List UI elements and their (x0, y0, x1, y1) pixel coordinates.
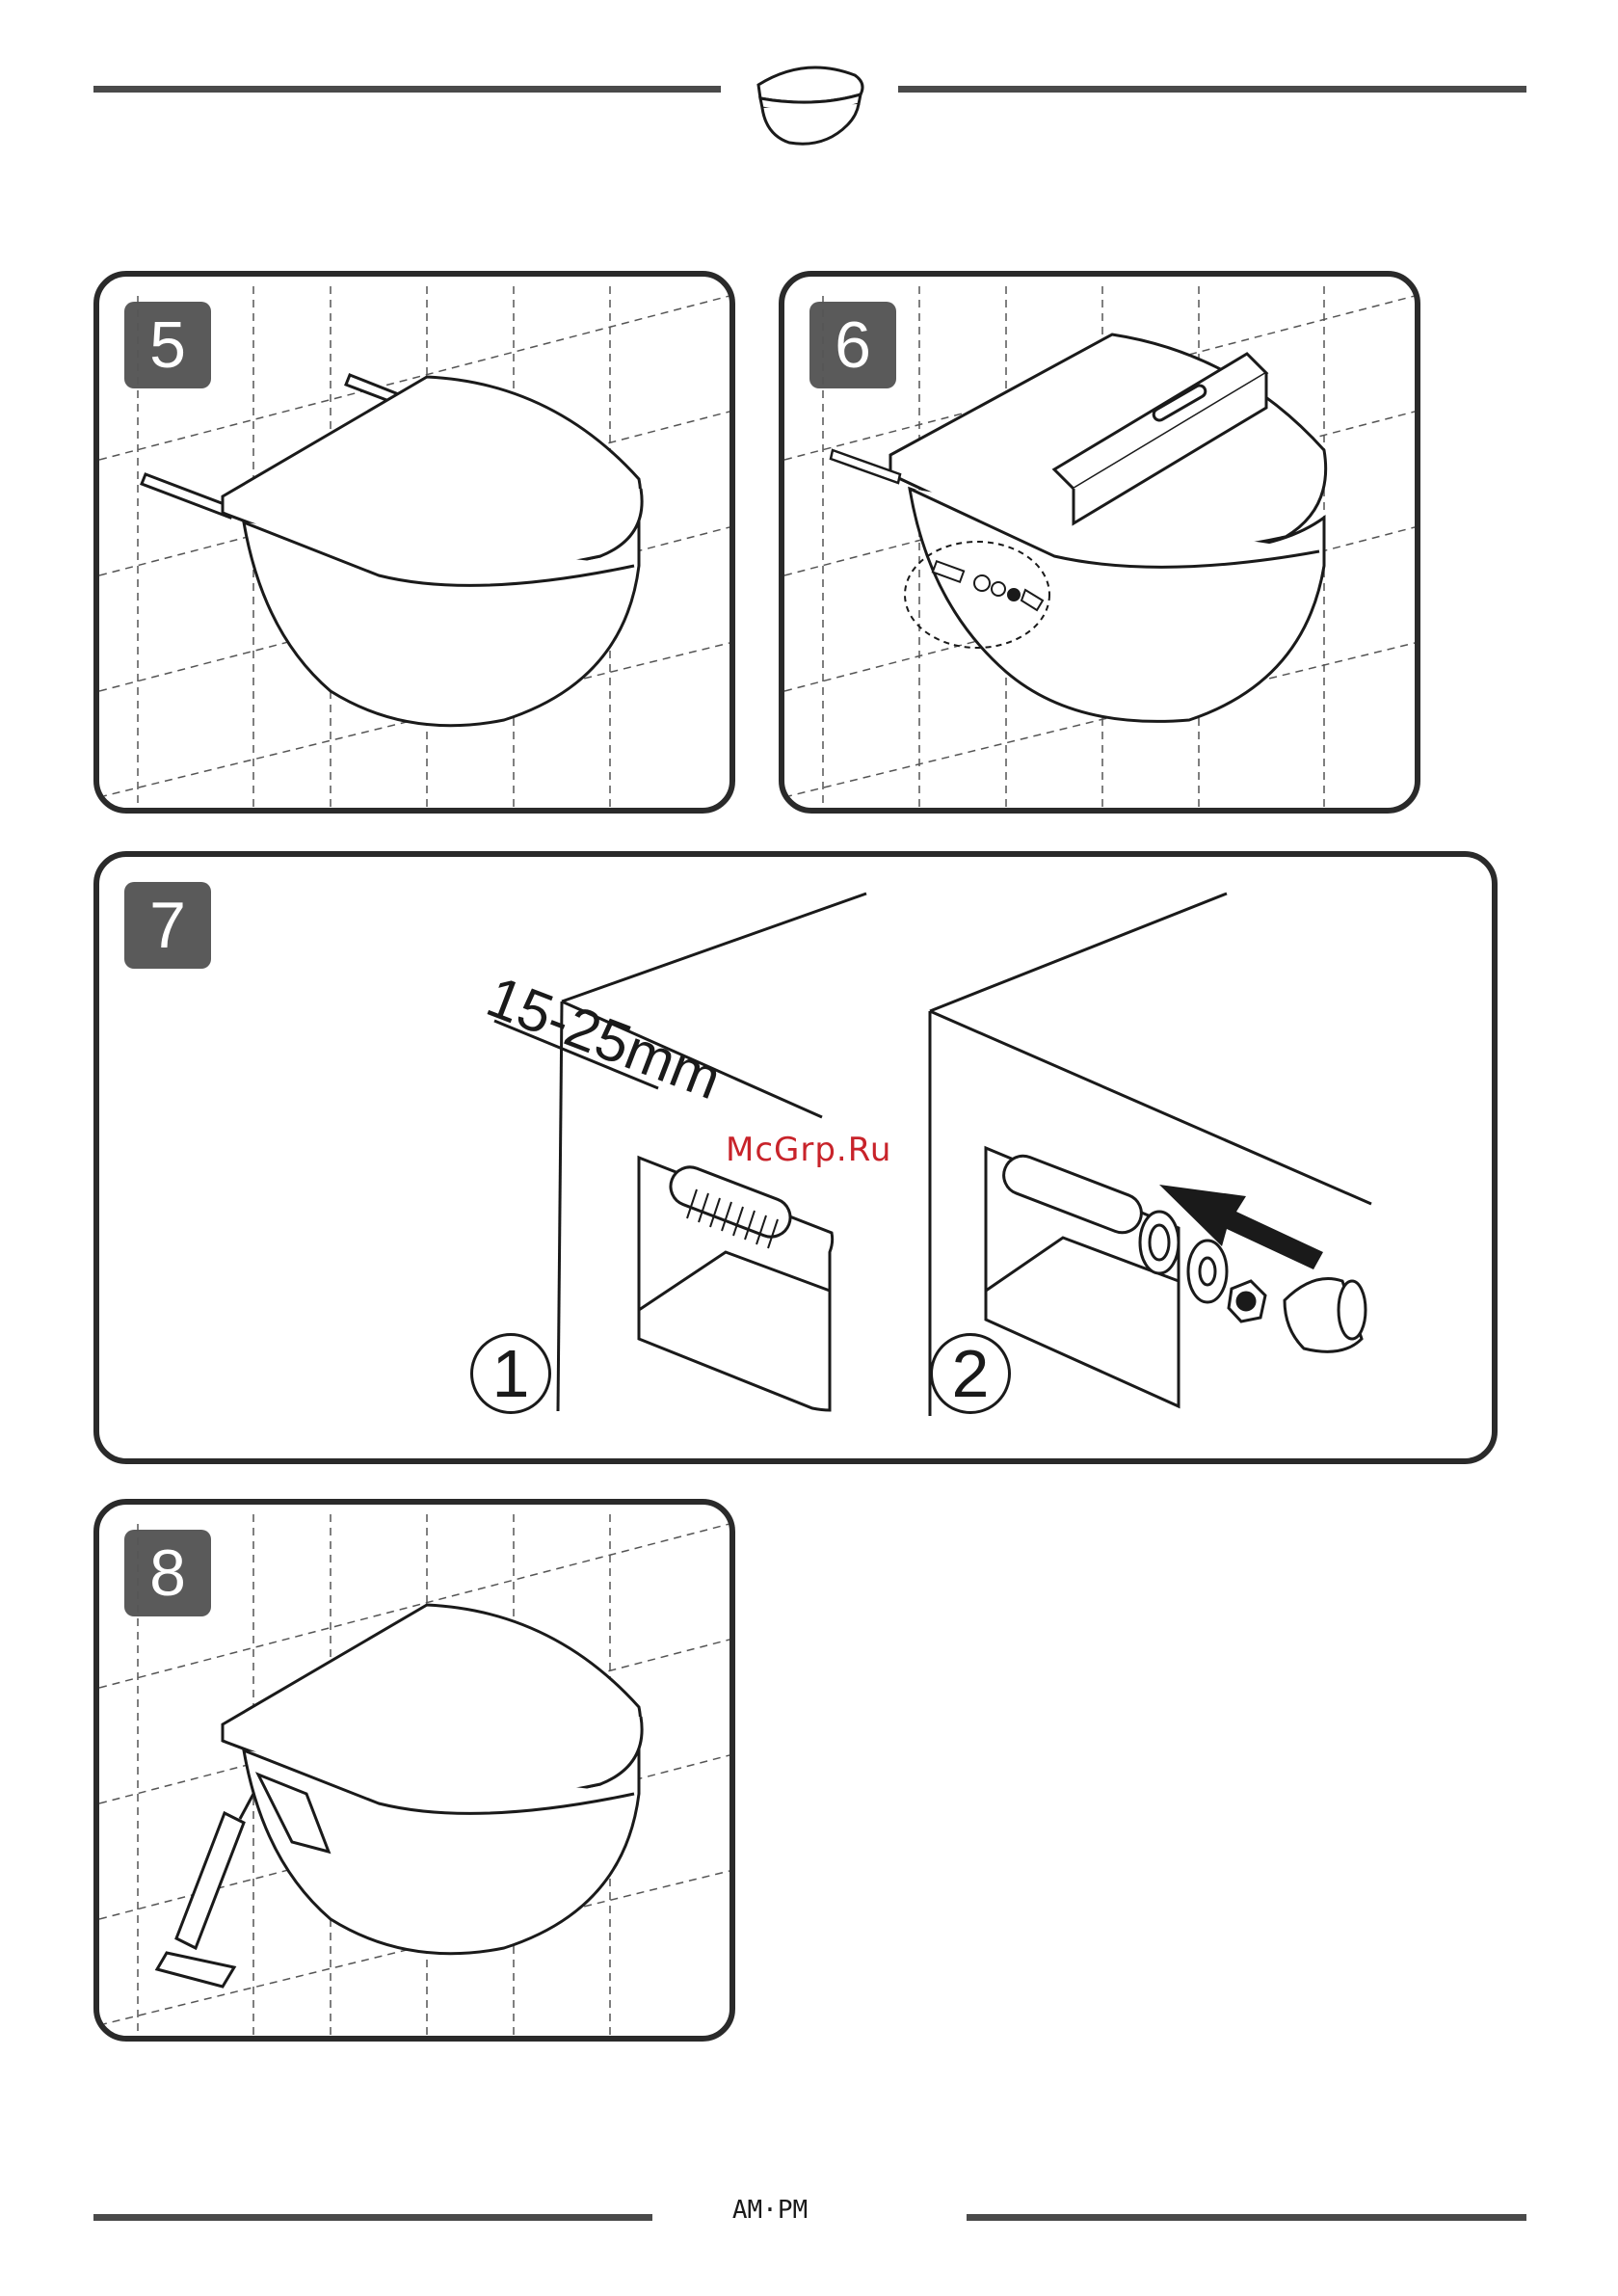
step-6-panel: 6 (779, 271, 1420, 814)
wall-hung-toilet-illustration (99, 277, 729, 808)
level-check-illustration (784, 277, 1415, 808)
header-rule-right (898, 86, 1526, 93)
sub-step-2-marker: 2 (930, 1333, 1011, 1414)
sealant-gun (157, 1794, 253, 1987)
step-8-panel: 8 (93, 1499, 735, 2042)
footer-rule-right (967, 2214, 1526, 2221)
arrow-icon (1159, 1185, 1323, 1269)
watermark: McGrp.Ru (726, 1131, 891, 1169)
step-7-panel: 7 (93, 851, 1498, 1464)
sealant-application-illustration (99, 1505, 729, 2036)
step-5-panel: 5 (93, 271, 735, 814)
header-rule-left (93, 86, 721, 93)
brand-logo: AM·PM (717, 2196, 823, 2225)
fixing-sequence-diagram (930, 894, 1371, 1416)
toilet-bowl-icon (747, 48, 872, 154)
sub-step-1-marker: 1 (470, 1333, 551, 1414)
footer-rule-left (93, 2214, 652, 2221)
